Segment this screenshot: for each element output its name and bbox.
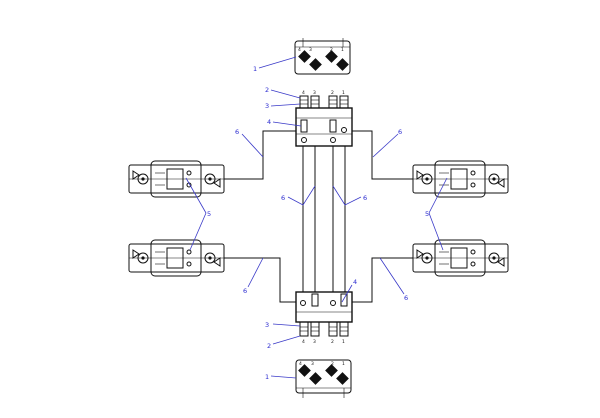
top-manifold-port-label: 2 xyxy=(331,90,334,96)
callout-6-middle-left: 6 xyxy=(281,194,285,202)
bottom-fittings xyxy=(299,321,349,337)
top-plate-port-label: 1 xyxy=(341,47,344,53)
callout-2-bottom: 2 xyxy=(267,342,271,350)
top-plate-port-icon xyxy=(298,50,349,71)
callout-6-lower-right: 6 xyxy=(404,294,408,302)
cylinder-upper-right xyxy=(412,160,509,198)
bottom-plate-port-icon xyxy=(298,364,349,385)
vertical-tubes xyxy=(302,146,346,292)
bottom-manifold: 4 3 2 1 xyxy=(295,291,353,345)
bottom-plate: 4 3 2 1 xyxy=(295,359,352,398)
callout-6-upper-left: 6 xyxy=(235,128,239,136)
bottom-manifold-port-label: 1 xyxy=(342,339,345,345)
top-fittings xyxy=(299,95,349,109)
top-manifold-port-label: 1 xyxy=(342,90,345,96)
callout-4-bottom: 4 xyxy=(353,278,357,286)
bottom-plate-port-label: 2 xyxy=(331,361,334,367)
bottom-plate-port-label: 3 xyxy=(311,361,314,367)
top-plate-port-label: 4 xyxy=(298,47,301,53)
cylinder-lower-right xyxy=(412,239,509,277)
top-plate-port-label: 2 xyxy=(330,47,333,53)
bottom-manifold-valves xyxy=(300,293,348,307)
callout-3-bottom: 3 xyxy=(265,321,269,329)
hose-lines xyxy=(224,130,413,303)
bottom-manifold-port-label: 3 xyxy=(313,339,316,345)
top-manifold-valves xyxy=(300,119,347,143)
callout-4-top: 4 xyxy=(267,118,271,126)
top-plate-port-label: 3 xyxy=(309,47,312,53)
top-manifold: 4 3 2 1 xyxy=(295,90,353,147)
cylinder-lower-left xyxy=(128,239,225,277)
callout-1-top: 1 xyxy=(253,65,257,73)
top-plate: 4 3 2 1 xyxy=(294,38,351,75)
callout-6-lower-left: 6 xyxy=(243,287,247,295)
callouts: 1 2 3 4 6 6 6 6 5 5 6 6 4 3 2 1 xyxy=(207,65,429,381)
callout-5-right: 5 xyxy=(425,210,429,218)
bottom-plate-port-label: 4 xyxy=(299,361,302,367)
top-manifold-port-label: 4 xyxy=(302,90,305,96)
leader-lines xyxy=(185,56,448,379)
callout-5-left: 5 xyxy=(207,210,211,218)
bottom-manifold-port-label: 2 xyxy=(331,339,334,345)
callout-6-upper-right: 6 xyxy=(398,128,402,136)
callout-3-top: 3 xyxy=(265,102,269,110)
bottom-manifold-port-label: 4 xyxy=(302,339,305,345)
top-manifold-port-label: 3 xyxy=(313,90,316,96)
cylinder-upper-left xyxy=(128,160,225,198)
callout-2-top: 2 xyxy=(265,86,269,94)
callout-1-bottom: 1 xyxy=(265,373,269,381)
callout-6-middle-right: 6 xyxy=(363,194,367,202)
bottom-plate-port-label: 1 xyxy=(342,361,345,367)
